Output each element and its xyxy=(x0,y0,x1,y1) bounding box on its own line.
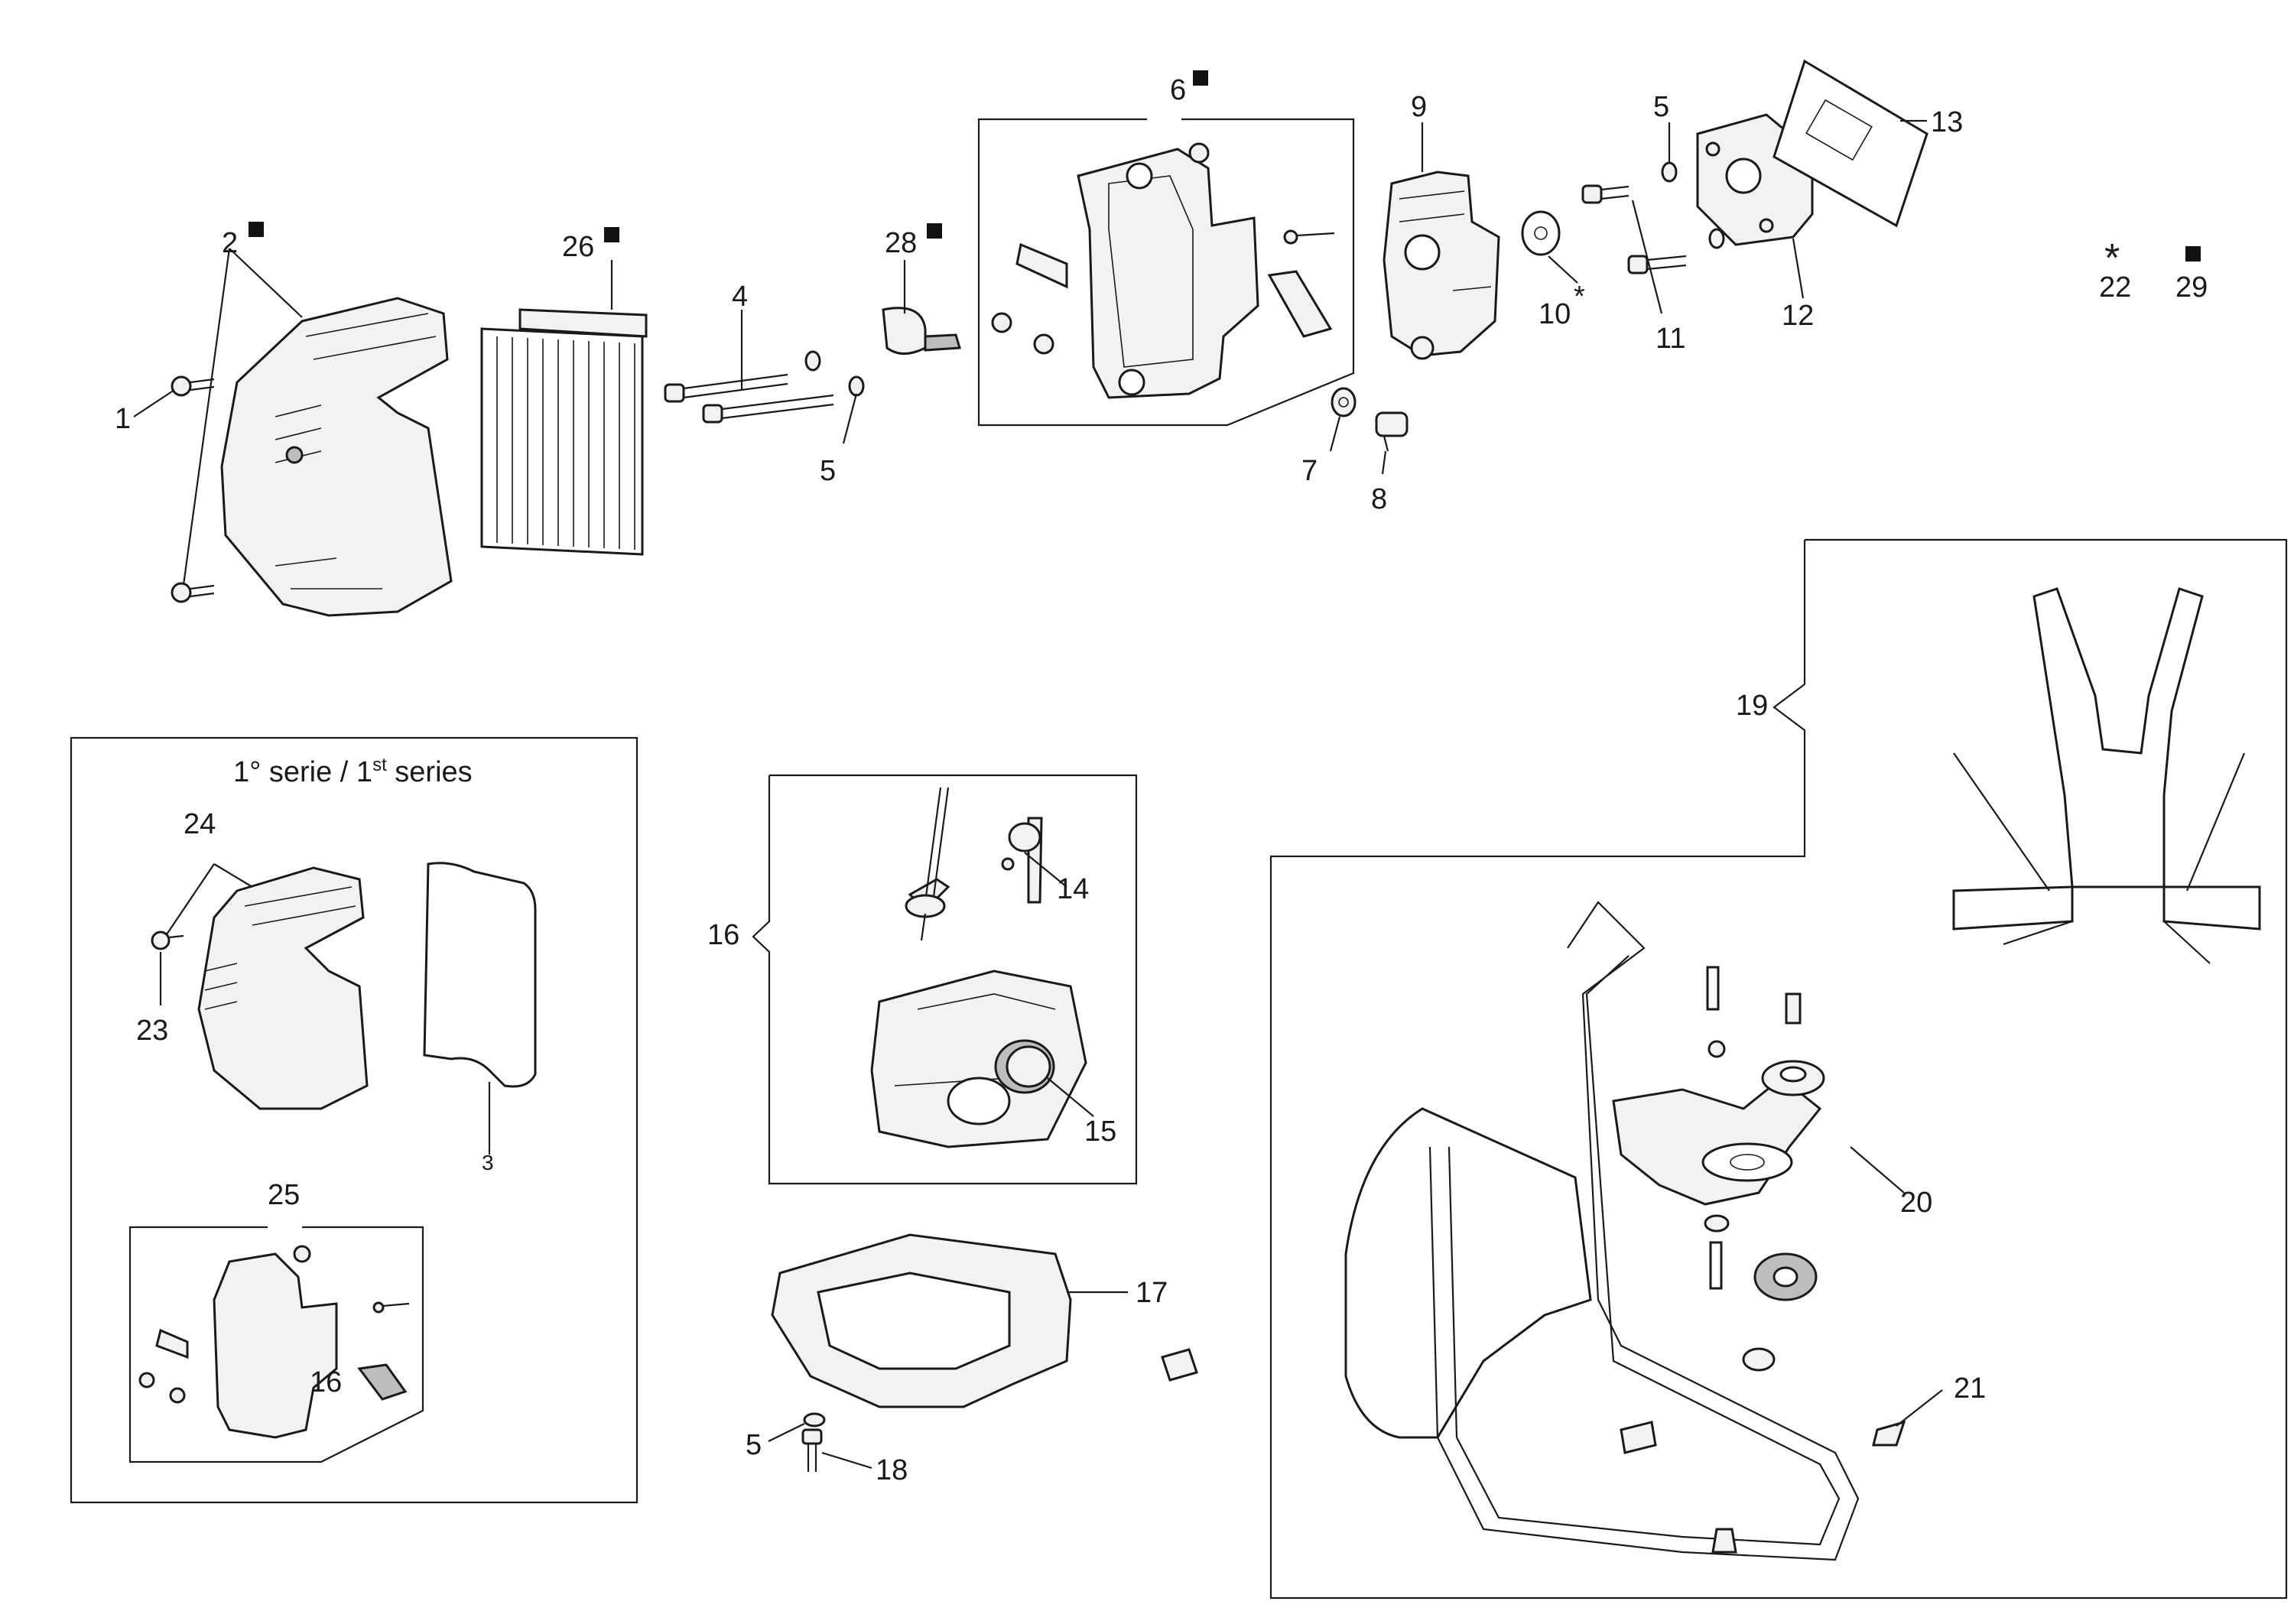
label-5-b: 5 xyxy=(1653,91,1669,123)
inset-title: 1° serie / 1st series xyxy=(233,755,473,788)
part-28-choke-plate xyxy=(882,307,961,355)
part-17-tank-guard xyxy=(771,1233,1198,1408)
label-1: 1 xyxy=(115,403,131,435)
part-3-foam-filter xyxy=(423,862,537,1088)
label-11: 11 xyxy=(1656,323,1685,355)
label-28: 28 xyxy=(885,227,917,259)
box-19-20-21 xyxy=(1269,538,2288,1600)
square-marker-26 xyxy=(604,227,619,242)
label-14: 14 xyxy=(1057,873,1089,905)
label-5-c: 5 xyxy=(746,1429,762,1461)
inset-title-sup: st xyxy=(372,755,387,775)
label-18: 18 xyxy=(876,1454,908,1486)
part-20-suspension-plate xyxy=(1612,966,1825,1372)
label-15: 15 xyxy=(1084,1116,1116,1148)
label-26: 26 xyxy=(562,231,594,263)
part-16-fuel-tank xyxy=(870,970,1087,1148)
label-12: 12 xyxy=(1782,300,1814,332)
part-7-washer xyxy=(1331,387,1357,417)
asterisk-markers: * * xyxy=(1574,236,2120,313)
square-marker-28 xyxy=(927,223,942,239)
part-labels: 1 2 26 4 5 28 6 9 7 8 10 11 5 12 13 22 2… xyxy=(115,74,2208,1486)
label-24: 24 xyxy=(184,808,216,840)
label-8: 8 xyxy=(1371,483,1387,515)
part-6-filter-base xyxy=(991,142,1335,399)
part-5-washers-upper xyxy=(1661,161,1725,249)
part-4-long-bolts xyxy=(664,373,834,424)
part-5-washers xyxy=(804,350,865,397)
label-21: 21 xyxy=(1954,1372,1986,1405)
square-marker-2 xyxy=(249,222,264,237)
part-18-screw xyxy=(801,1428,823,1472)
label-23: 23 xyxy=(136,1015,168,1047)
part-21-backpack-frame xyxy=(1344,901,1906,1561)
asterisk-10: * xyxy=(1574,281,1585,313)
square-marker-29 xyxy=(2185,246,2201,261)
label-4: 4 xyxy=(732,281,748,313)
part-19-shoulder-harness xyxy=(1952,587,2261,964)
part-2-air-filter-cover xyxy=(220,297,453,617)
label-17: 17 xyxy=(1136,1277,1168,1309)
part-11-bolts xyxy=(1581,184,1687,274)
label-2: 2 xyxy=(222,227,238,259)
part-25-filter-base-1st-series xyxy=(138,1245,410,1439)
part-13-gasket-plate xyxy=(1772,59,1928,228)
part-8-screw xyxy=(1375,411,1409,452)
label-13: 13 xyxy=(1931,106,1963,138)
part-24-cover-1st-series xyxy=(151,866,369,1110)
label-7: 7 xyxy=(1301,455,1318,487)
sub-box-25 xyxy=(128,1226,424,1463)
label-29: 29 xyxy=(2175,271,2208,304)
part-26-air-filter xyxy=(480,308,648,556)
label-20: 20 xyxy=(1900,1187,1932,1219)
leader-lines xyxy=(133,119,1943,1470)
inset-box-1st-series xyxy=(70,736,638,1504)
part-9-carburetor xyxy=(1383,171,1500,360)
part-10-gasket xyxy=(1521,210,1561,256)
square-marker-6 xyxy=(1193,70,1208,86)
inset-title-main: 1° serie / 1 xyxy=(233,756,372,788)
label-22: 22 xyxy=(2099,271,2131,304)
label-5-a: 5 xyxy=(820,455,836,487)
label-19: 19 xyxy=(1736,690,1768,722)
label-10: 10 xyxy=(1539,298,1571,330)
label-25: 25 xyxy=(268,1179,300,1211)
label-9: 9 xyxy=(1411,91,1427,123)
label-16: 16 xyxy=(707,919,739,951)
square-markers xyxy=(249,70,2201,261)
part-15-fuel-cap xyxy=(994,1039,1055,1094)
inset-title-end: series xyxy=(387,756,473,788)
asterisk-22: * xyxy=(2104,236,2120,281)
part-16-tank-hose xyxy=(905,787,950,941)
label-3: 3 xyxy=(482,1151,494,1174)
label-16-inset: 16 xyxy=(310,1366,342,1398)
part-1-screws xyxy=(171,375,215,603)
group-box-6 xyxy=(977,118,1355,427)
label-6: 6 xyxy=(1170,74,1186,106)
part-5-washer-lower xyxy=(803,1412,826,1427)
box-16-fuel-tank xyxy=(752,774,1138,1185)
